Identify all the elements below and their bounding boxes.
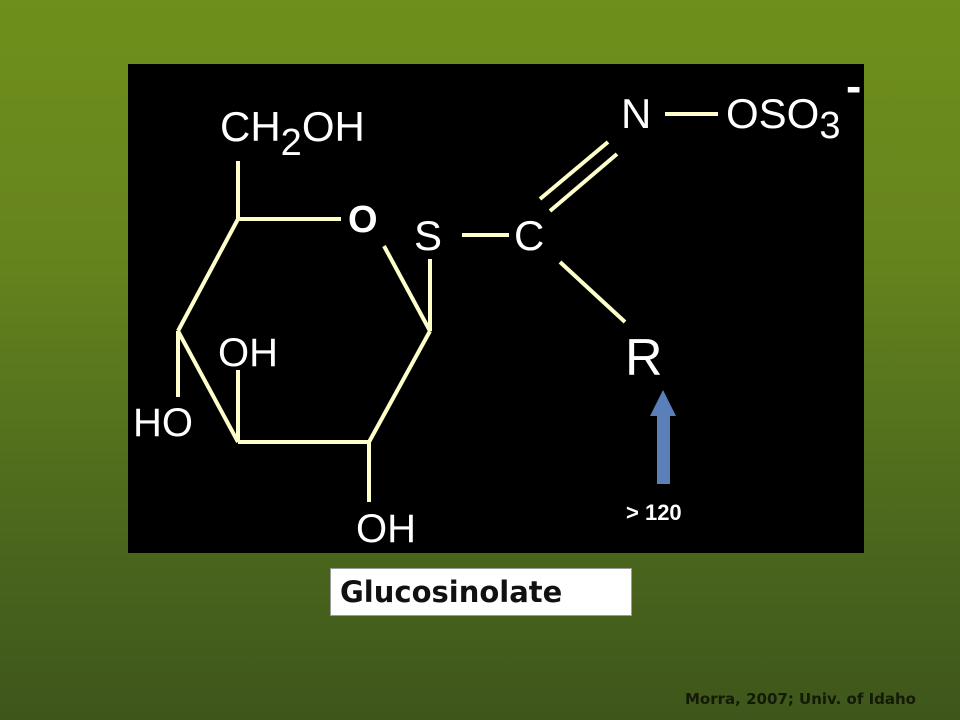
oso3-subscript: 3	[819, 105, 840, 147]
bond-ring-oxygen-c1	[382, 245, 432, 332]
compound-name-box: Glucosinolate	[330, 568, 632, 616]
ring-oxygen-label: O	[348, 199, 378, 241]
bond-carbon-nitrogen-2	[548, 152, 619, 213]
oh-c3-label: OH	[218, 331, 278, 375]
arrow-head	[650, 390, 676, 416]
ch2oh-oh: OH	[302, 103, 365, 150]
bond-c3-c4	[176, 330, 240, 443]
ch2oh-label: CH2OH	[220, 103, 365, 164]
oh-c2-label: OH	[356, 507, 416, 551]
bond-carbon-nitrogen-1	[538, 140, 610, 201]
glucosinolate-structure: CH2OH O OH HO OH S C N OSO3 - R > 120	[128, 64, 864, 553]
arrow-shaft	[657, 414, 670, 484]
charge-label: -	[846, 64, 861, 112]
ch2oh-subscript: 2	[281, 122, 302, 164]
count-label: > 120	[626, 500, 682, 525]
oso3-os: OSO	[726, 90, 819, 137]
ho-c4-label: HO	[133, 401, 193, 445]
compound-name: Glucosinolate	[340, 575, 563, 609]
up-arrow-icon	[650, 390, 676, 484]
citation: Morra, 2007; Univ. of Idaho	[685, 690, 916, 708]
ch2oh-ch: CH	[220, 103, 281, 150]
oso3-label: OSO3	[726, 90, 841, 147]
bonds	[176, 112, 718, 502]
sulfur-label: S	[414, 212, 442, 259]
carbon-label: C	[514, 212, 544, 259]
bond-c1-c2	[367, 330, 432, 443]
structure-svg: CH2OH O OH HO OH S C N OSO3 - R > 120	[133, 64, 861, 551]
bond-carbon-r	[558, 260, 627, 324]
r-group-label: R	[625, 329, 663, 387]
nitrogen-label: N	[621, 90, 651, 137]
bond-c4-c5	[176, 218, 240, 332]
